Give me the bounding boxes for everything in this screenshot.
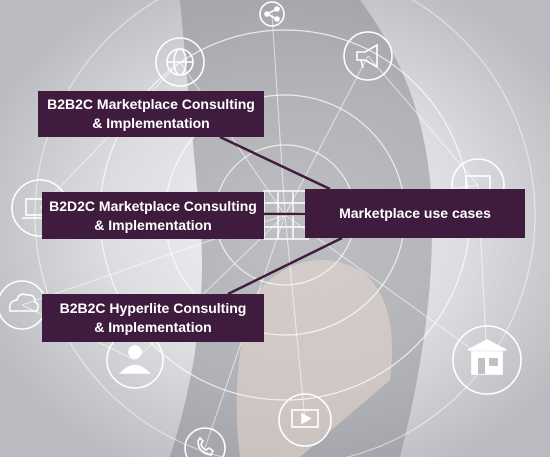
b2b2c-hyperlite-consulting-box: B2B2C Hyperlite Consulting & Implementat… (42, 294, 264, 342)
node-3-line2: & Implementation (94, 319, 212, 335)
share-icon (259, 1, 285, 27)
globe-icon (155, 37, 205, 87)
person-icon (106, 331, 164, 389)
b2d2c-marketplace-consulting-box: B2D2C Marketplace Consulting & Implement… (42, 192, 264, 239)
node-1-line1: B2B2C Marketplace Consulting (47, 96, 255, 112)
node-3-line1: B2B2C Hyperlite Consulting (59, 300, 247, 316)
storefront-icon (452, 325, 522, 395)
marketplace-use-cases-box: Marketplace use cases (305, 189, 525, 238)
phone-icon (184, 427, 226, 457)
megaphone-icon (343, 31, 393, 81)
b2b2c-marketplace-consulting-box: B2B2C Marketplace Consulting & Implement… (38, 91, 264, 137)
node-1-line2: & Implementation (92, 115, 210, 131)
video-play-icon (278, 393, 332, 447)
center-label: Marketplace use cases (339, 205, 491, 221)
node-2-line1: B2D2C Marketplace Consulting (49, 197, 257, 214)
node-2-line2: & Implementation (94, 216, 212, 233)
